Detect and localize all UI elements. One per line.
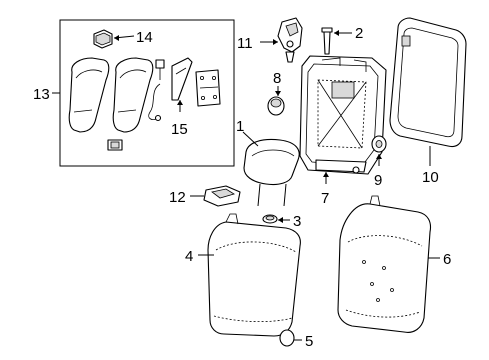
callout-3: 3: [293, 213, 301, 230]
seatback-cover: [207, 213, 301, 337]
seatback-cover-rear: [337, 195, 432, 333]
callout-7: 7: [321, 190, 329, 207]
bolster-cover-right: [112, 57, 154, 133]
guide-cap: [262, 214, 278, 224]
callout-8: 8: [273, 70, 281, 87]
guide-grommet: [267, 96, 285, 116]
callout-14: 14: [136, 29, 153, 46]
headrest-guide: [203, 185, 241, 207]
seatback-pad: [389, 17, 467, 148]
mounting-plate: [195, 69, 221, 107]
callout-9: 9: [374, 172, 382, 189]
callout-5: 5: [305, 333, 313, 350]
headrest: [243, 138, 300, 207]
callout-labels: 13 14 15 11 2 8 1 7 9 10 12 3 4 5 6: [33, 25, 451, 350]
callout-2: 2: [355, 25, 363, 42]
callout-13: 13: [33, 86, 50, 103]
bolster-cover-left: [68, 57, 110, 133]
release-cable: [148, 83, 162, 122]
small-grommet: [371, 135, 387, 153]
leader-lines: [52, 30, 440, 341]
round-cap: [279, 329, 295, 347]
release-handle: [171, 57, 193, 101]
callout-12: 12: [169, 189, 186, 206]
callout-4: 4: [185, 248, 193, 265]
callout-6: 6: [443, 251, 451, 268]
seatback-frame: [299, 55, 387, 175]
callout-1: 1: [236, 118, 244, 135]
latch-bracket: [277, 17, 303, 63]
bolt-long: [321, 27, 333, 55]
callout-15: 15: [171, 121, 188, 138]
bolt-small: [155, 59, 165, 80]
latch-cover: [93, 29, 113, 49]
callout-10: 10: [422, 169, 439, 186]
callout-11: 11: [237, 35, 253, 52]
clip-small: [107, 139, 123, 151]
